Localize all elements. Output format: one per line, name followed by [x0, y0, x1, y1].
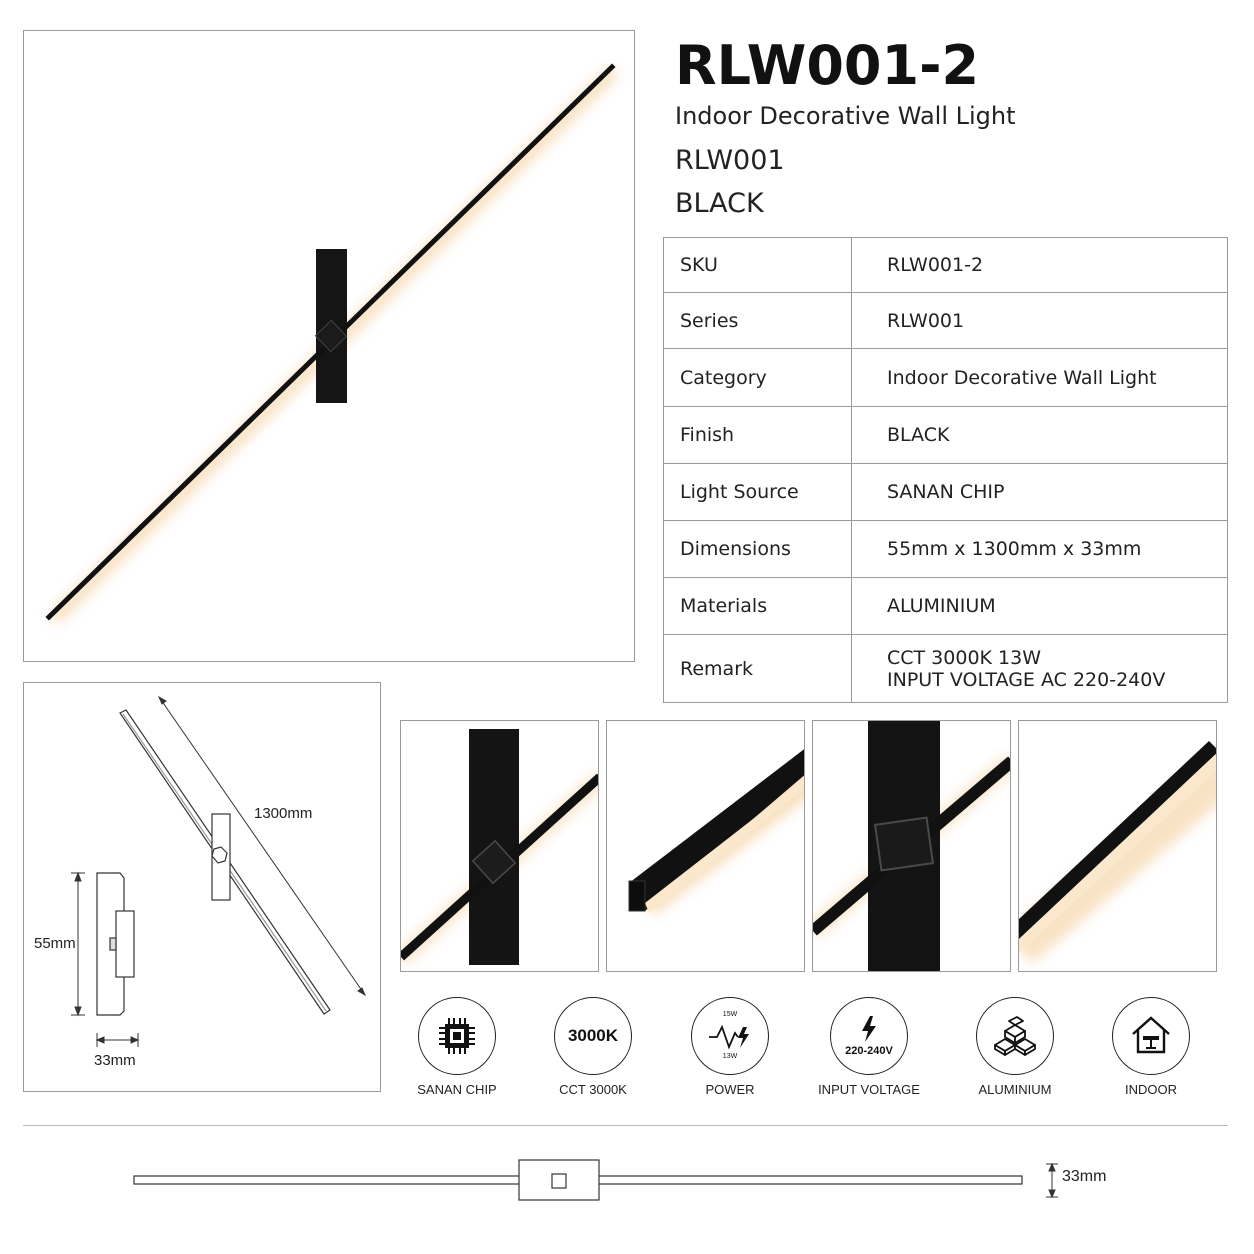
- depth-dimension-line: [95, 1033, 140, 1047]
- spec-key: Dimensions: [663, 520, 852, 578]
- product-title: RLW001-2: [675, 34, 980, 97]
- aluminium-blocks-icon: [994, 1016, 1036, 1056]
- feature-label: SANAN CHIP: [417, 1082, 497, 1097]
- feature-power: 15W 13W POWER: [665, 997, 795, 1097]
- spec-value: Indoor Decorative Wall Light: [851, 348, 1228, 407]
- table-row: Light Source SANAN CHIP: [663, 463, 1228, 521]
- spec-key: Series: [663, 292, 852, 349]
- top-view-depth-line: [1046, 1162, 1058, 1199]
- feature-sanan-chip: SANAN CHIP: [392, 997, 522, 1097]
- detail-photo-pivot: [812, 720, 1011, 972]
- power-min: 13W: [722, 1053, 738, 1060]
- spec-value: CCT 3000K 13W INPUT VOLTAGE AC 220-240V: [851, 634, 1228, 703]
- feature-label: INPUT VOLTAGE: [818, 1082, 920, 1097]
- feature-label: INDOOR: [1125, 1082, 1177, 1097]
- table-row: SKU RLW001-2: [663, 237, 1228, 293]
- spec-value: RLW001: [851, 292, 1228, 349]
- drawing-mount: [211, 813, 231, 901]
- feature-input-voltage: 220-240V INPUT VOLTAGE: [804, 997, 934, 1097]
- lightning-icon: [862, 1015, 876, 1042]
- feature-cct: 3000K CCT 3000K: [528, 997, 658, 1097]
- spec-value: RLW001-2: [851, 237, 1228, 293]
- table-row: Remark CCT 3000K 13W INPUT VOLTAGE AC 22…: [663, 634, 1228, 703]
- detail-photo-end-cap: [606, 720, 805, 972]
- diffuser-closeup: [1019, 741, 1216, 965]
- feature-indoor: INDOOR: [1086, 997, 1216, 1097]
- table-row: Dimensions 55mm x 1300mm x 33mm: [663, 520, 1228, 578]
- length-dimension-line: [157, 695, 367, 997]
- power-max: 15W: [722, 1011, 738, 1018]
- feature-circle: 3000K: [554, 997, 632, 1075]
- pivot-closeup: [813, 721, 1010, 971]
- spec-key: Finish: [663, 406, 852, 464]
- hero-product-image: [23, 30, 635, 662]
- table-row: Series RLW001: [663, 292, 1228, 349]
- technical-drawing: 1300mm 55mm 33mm: [23, 682, 381, 1092]
- pivot-joint: [314, 319, 348, 353]
- feature-label: ALUMINIUM: [978, 1082, 1052, 1097]
- spec-value: BLACK: [851, 406, 1228, 464]
- feature-circle: 15W 13W: [691, 997, 769, 1075]
- cct-value: 3000K: [567, 1026, 619, 1045]
- detail-photo-diffuser: [1018, 720, 1217, 972]
- product-series: RLW001: [675, 145, 785, 176]
- feature-aluminium: ALUMINIUM: [950, 997, 1080, 1097]
- spec-key: Remark: [663, 634, 852, 703]
- table-row: Materials ALUMINIUM: [663, 577, 1228, 635]
- feature-circle: [976, 997, 1054, 1075]
- height-label: 55mm: [34, 935, 76, 952]
- top-view-depth-label: 33mm: [1062, 1168, 1107, 1185]
- spec-value: ALUMINIUM: [851, 577, 1228, 635]
- specs-table: SKU RLW001-2 Series RLW001 Category Indo…: [663, 237, 1228, 703]
- hero-lamp-illustration: [45, 63, 619, 625]
- top-view-outline: [133, 1159, 1058, 1201]
- product-finish: BLACK: [675, 188, 764, 219]
- feature-circle: 220-240V: [830, 997, 908, 1075]
- feature-circle: [1112, 997, 1190, 1075]
- table-row: Category Indoor Decorative Wall Light: [663, 348, 1228, 407]
- mount-closeup: [401, 729, 598, 965]
- side-view: [96, 872, 135, 1016]
- spec-value: SANAN CHIP: [851, 463, 1228, 521]
- spec-value: 55mm x 1300mm x 33mm: [851, 520, 1228, 578]
- voltage-value: 220-240V: [845, 1044, 893, 1057]
- product-subtitle: Indoor Decorative Wall Light: [675, 102, 1016, 130]
- top-view-drawing: [120, 1150, 1120, 1210]
- table-row: Finish BLACK: [663, 406, 1228, 464]
- spec-key: Light Source: [663, 463, 852, 521]
- spec-value-line: INPUT VOLTAGE AC 220-240V: [887, 668, 1166, 691]
- spec-key: SKU: [663, 237, 852, 293]
- spec-key: Category: [663, 348, 852, 407]
- chip-icon: [439, 1018, 475, 1054]
- spec-value-line: CCT 3000K 13W: [887, 646, 1041, 669]
- house-icon: [1132, 1016, 1170, 1054]
- spec-key: Materials: [663, 577, 852, 635]
- end-cap-closeup: [628, 749, 804, 916]
- detail-photo-mount: [400, 720, 599, 972]
- feature-circle: [418, 997, 496, 1075]
- height-dimension-line: [71, 871, 85, 1017]
- depth-label: 33mm: [94, 1052, 136, 1069]
- feature-label: CCT 3000K: [559, 1082, 627, 1097]
- power-wave-icon: [709, 1024, 749, 1050]
- section-divider: [23, 1125, 1228, 1126]
- feature-label: POWER: [705, 1082, 755, 1097]
- dimension-drawing: [71, 695, 367, 1047]
- length-label: 1300mm: [254, 805, 313, 822]
